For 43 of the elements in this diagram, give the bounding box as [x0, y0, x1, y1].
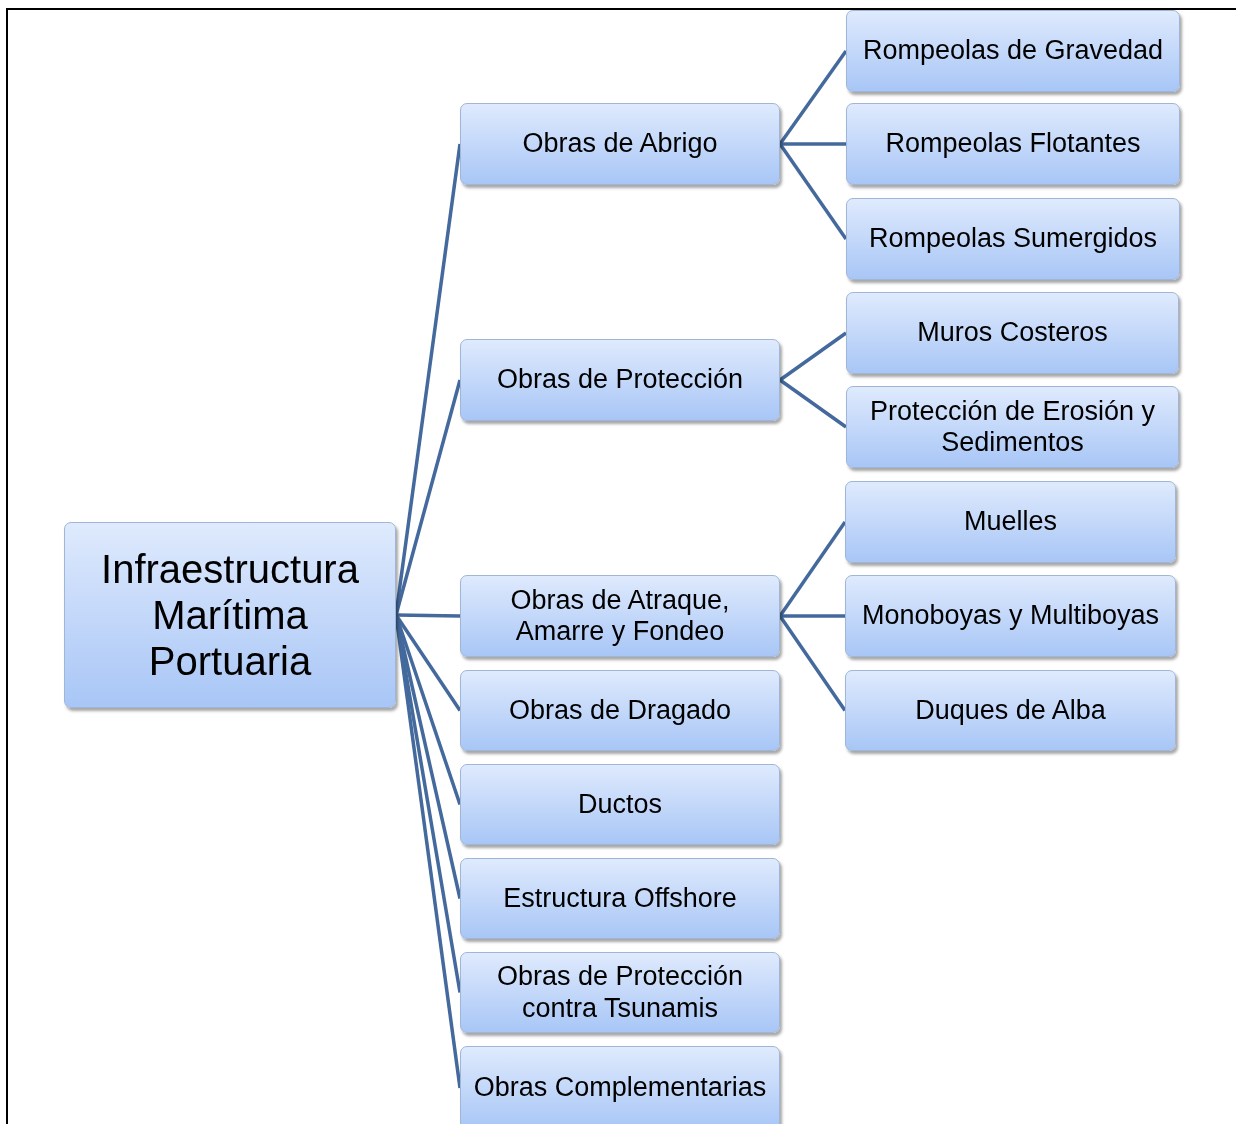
node-label: Monoboyas y Multiboyas — [860, 600, 1161, 632]
category-box — [845, 670, 1176, 751]
category-box — [845, 575, 1176, 657]
category-box — [846, 10, 1180, 92]
connector-line — [778, 50, 848, 145]
node-label: Obras de Protección — [495, 364, 745, 396]
node-label: Estructura Offshore — [502, 882, 738, 914]
node-label: Muros Costeros — [916, 317, 1109, 349]
node-label: Rompeolas Flotantes — [884, 128, 1142, 160]
category-box — [460, 858, 780, 939]
node-label: Infraestructura Marítima Portuaria — [100, 546, 360, 684]
connector-line — [780, 142, 846, 146]
node-label: Obras de Atraque, Amarre y Fondeo — [509, 584, 731, 648]
node-label: Duques de Alba — [914, 694, 1107, 726]
connector-line — [779, 331, 847, 382]
category-box — [846, 292, 1179, 374]
node-label: Rompeolas de Gravedad — [861, 35, 1165, 67]
node-label: Ductos — [576, 788, 663, 820]
category-box — [460, 575, 780, 657]
category-box — [846, 198, 1180, 280]
connector-line — [778, 521, 847, 617]
node-label: Muelles — [962, 506, 1058, 538]
node-label: Rompeolas Sumergidos — [867, 223, 1159, 255]
connector-line — [779, 378, 847, 429]
node-label: Protección de Erosión y Sedimentos — [868, 395, 1157, 459]
category-box — [460, 764, 780, 845]
category-box — [846, 386, 1179, 468]
category-box — [845, 481, 1176, 563]
category-box — [460, 670, 780, 751]
category-box — [460, 103, 780, 185]
category-box — [460, 339, 780, 421]
connector-line — [778, 143, 848, 240]
node-label: Obras Complementarias — [472, 1072, 768, 1104]
connector-line — [778, 615, 847, 712]
node-label: Obras de Protección contra Tsunamis — [495, 961, 745, 1024]
node-label: Obras de Abrigo — [521, 128, 719, 160]
category-box — [460, 952, 780, 1033]
root-box — [64, 522, 396, 708]
node-label: Obras de Dragado — [507, 694, 733, 726]
connector-line — [395, 613, 461, 618]
connector-line — [780, 614, 845, 618]
category-box — [846, 103, 1180, 185]
category-box — [460, 1046, 780, 1124]
